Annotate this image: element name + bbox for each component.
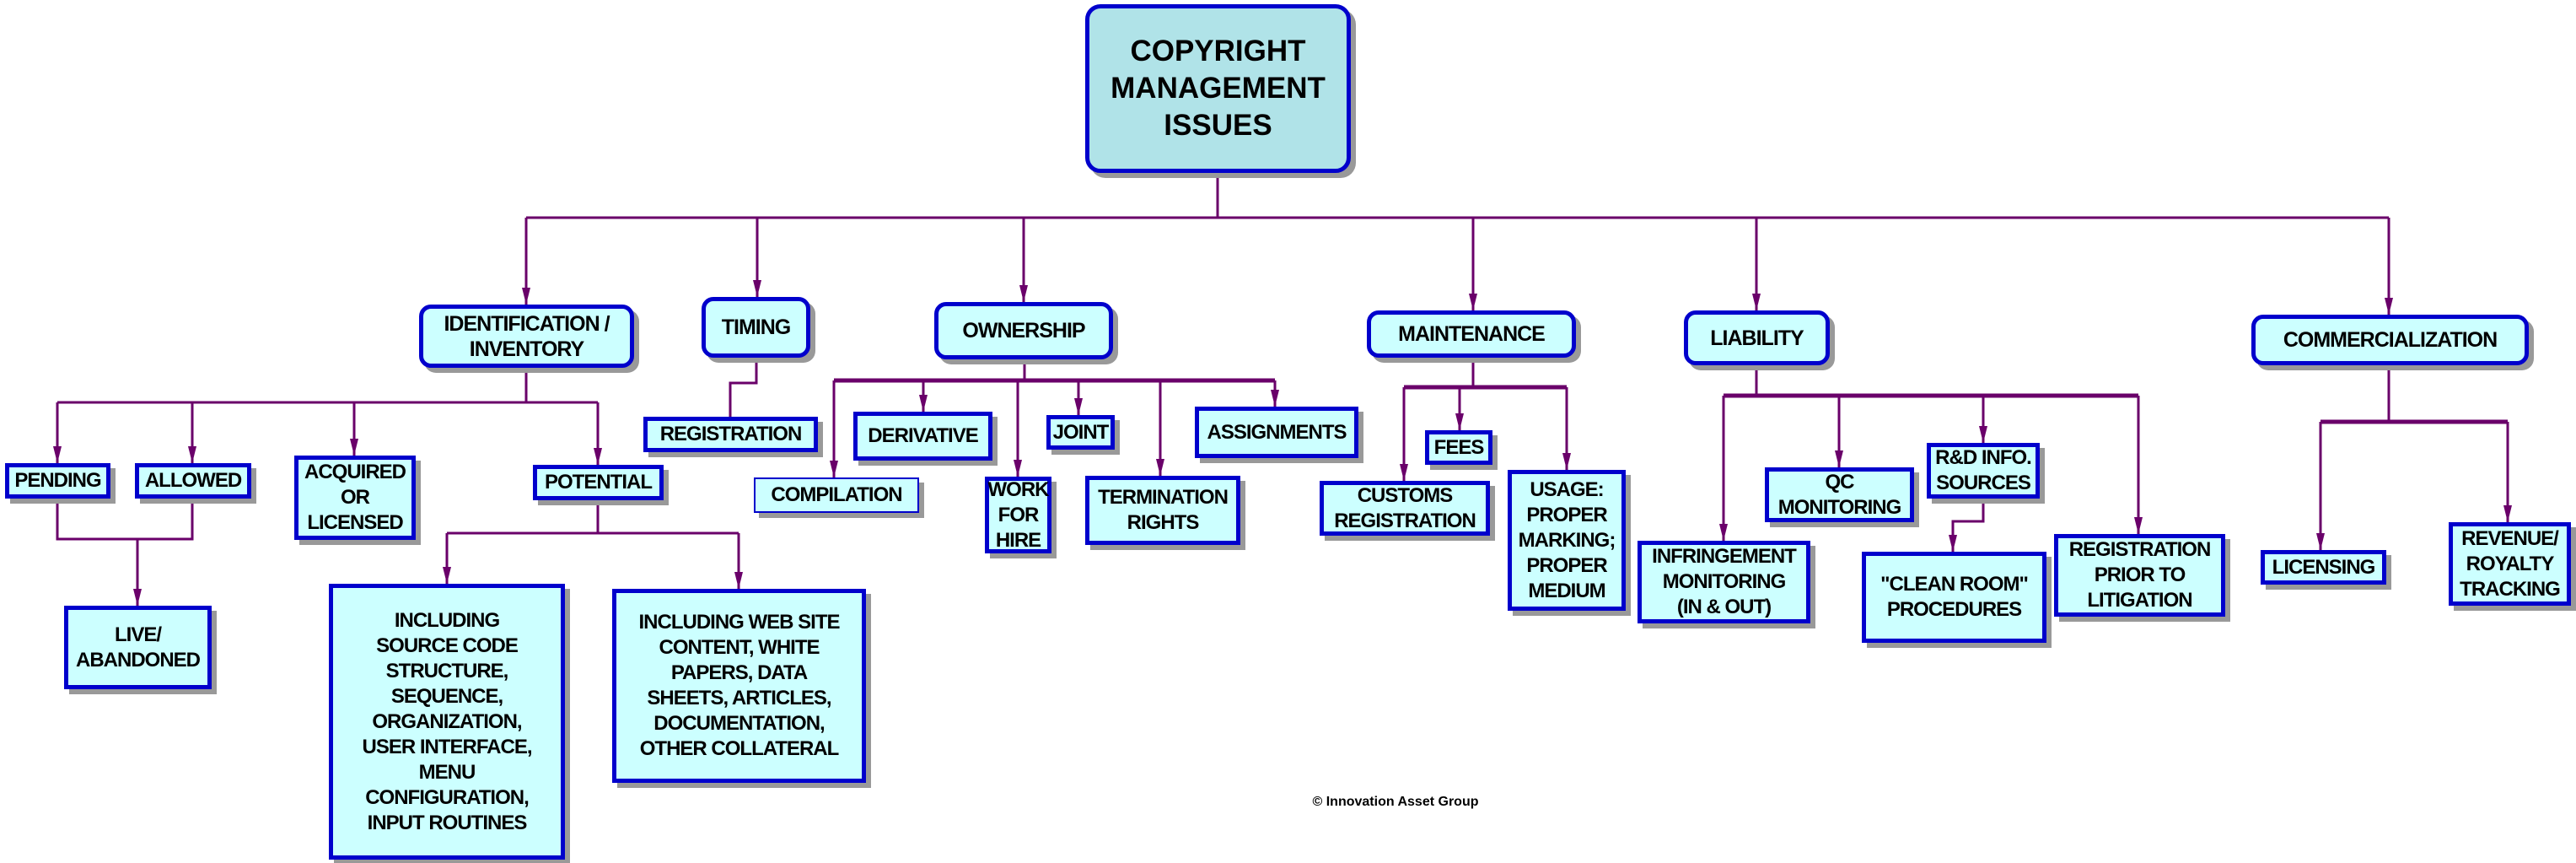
node-clean-room-procedures: "CLEAN ROOM" PROCEDURES	[1862, 552, 2046, 643]
node-allowed: ALLOWED	[135, 463, 251, 499]
node-usage: USAGE: PROPER MARKING; PROPER MEDIUM	[1508, 470, 1626, 611]
node-revenue-royalty-tracking: REVENUE/ ROYALTY TRACKING	[2449, 522, 2571, 606]
node-including-web-site: INCLUDING WEB SITE CONTENT, WHITE PAPERS…	[612, 589, 866, 783]
node-rd-info-sources: R&D INFO. SOURCES	[1927, 443, 2040, 499]
commercialization-connectors	[2316, 365, 2512, 550]
node-pending: PENDING	[5, 463, 110, 499]
node-termination-rights: TERMINATION RIGHTS	[1085, 476, 1240, 545]
node-timing: TIMING	[702, 297, 810, 358]
node-work-for-hire: WORK FOR HIRE	[985, 477, 1051, 553]
node-joint: JOINT	[1046, 415, 1115, 450]
root-node: COPYRIGHT MANAGEMENT ISSUES	[1085, 4, 1351, 173]
maintenance-connectors	[1400, 358, 1571, 481]
node-commercialization: COMMERCIALIZATION	[2251, 315, 2529, 365]
node-registration-prior-to-litigation: REGISTRATION PRIOR TO LITIGATION	[2054, 534, 2225, 617]
node-qc-monitoring: QC MONITORING	[1765, 467, 1914, 522]
node-licensing: LICENSING	[2261, 550, 2386, 585]
node-assignments: ASSIGNMENTS	[1195, 407, 1358, 458]
node-potential: POTENTIAL	[533, 465, 664, 500]
ownership-connectors	[830, 359, 1279, 477]
node-acquired-or-licensed: ACQUIRED OR LICENSED	[294, 456, 416, 540]
timing-connector	[729, 358, 758, 417]
node-customs-registration: CUSTOMS REGISTRATION	[1320, 481, 1490, 536]
node-infringement-monitoring: INFRINGEMENT MONITORING (IN & OUT)	[1638, 541, 1810, 623]
node-fees: FEES	[1425, 430, 1492, 465]
node-including-source-code: INCLUDING SOURCE CODE STRUCTURE, SEQUENC…	[329, 584, 565, 860]
node-compilation: COMPILATION	[754, 477, 919, 513]
identification-connectors	[53, 368, 743, 606]
node-ownership: OWNERSHIP	[934, 302, 1113, 359]
top-drops	[522, 218, 2393, 315]
node-derivative: DERIVATIVE	[853, 412, 992, 461]
liability-connectors	[1719, 365, 2143, 552]
node-registration: REGISTRATION	[643, 417, 818, 452]
copyright-notice: © Innovation Asset Group	[1312, 795, 1479, 809]
node-identification-inventory: IDENTIFICATION / INVENTORY	[419, 305, 634, 368]
node-maintenance: MAINTENANCE	[1367, 310, 1576, 358]
node-live-abandoned: LIVE/ ABANDONED	[64, 606, 212, 689]
node-liability: LIABILITY	[1684, 310, 1830, 365]
